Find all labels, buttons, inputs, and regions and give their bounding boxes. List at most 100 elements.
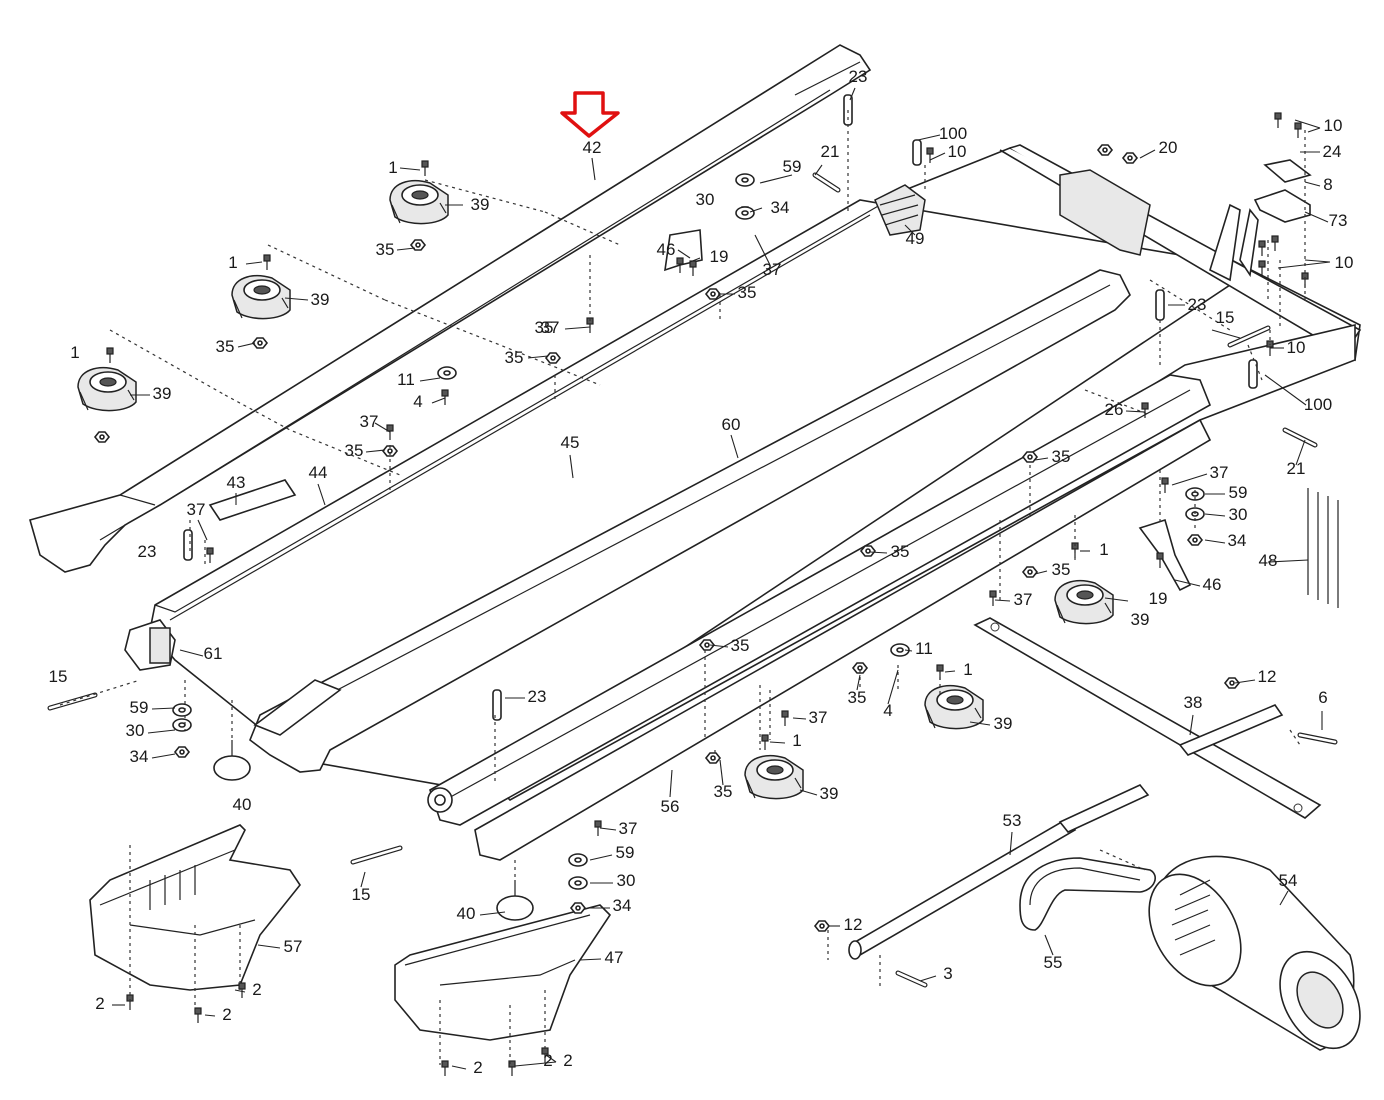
callout-label: 1	[388, 158, 397, 177]
callout-label: 8	[1323, 175, 1332, 194]
assembly-lines	[59, 110, 1306, 1065]
callout-label: 4	[413, 392, 422, 411]
bracket-46-bottom	[1138, 518, 1192, 592]
callout-label: 57	[284, 937, 303, 956]
callout-label: 49	[906, 229, 925, 248]
callout-label: 35	[714, 782, 733, 801]
callout-label: 100	[939, 124, 967, 143]
callout-label: 24	[1323, 142, 1342, 161]
callout-label: 2	[473, 1058, 482, 1077]
callout-label: 30	[617, 871, 636, 890]
callout-label: 15	[352, 885, 371, 904]
callout-label: 35	[216, 337, 235, 356]
callout-label: 23	[849, 67, 868, 86]
callout-label: 4	[883, 701, 892, 720]
callout-leaders	[112, 87, 1331, 1070]
callout-label: 1	[792, 731, 801, 750]
isolator-39	[744, 754, 804, 800]
hardware	[47, 94, 1338, 1076]
bracket-73	[1253, 189, 1311, 223]
rear-cover-47	[394, 904, 612, 1041]
callout-label: 34	[613, 896, 632, 915]
leveling-foot-right	[496, 880, 534, 921]
callout-label: 45	[561, 433, 580, 452]
callout-label: 3	[943, 964, 952, 983]
callout-label: 12	[844, 915, 863, 934]
leveling-foot-left	[213, 740, 251, 781]
cable-ties-48	[1307, 488, 1339, 608]
callout-label: 34	[771, 198, 790, 217]
callout-label: 6	[1318, 688, 1327, 707]
callout-label: 19	[1149, 589, 1168, 608]
callout-label: 35	[535, 318, 554, 337]
callout-label: 37	[360, 412, 379, 431]
callout-label: 2	[543, 1051, 552, 1070]
callout-label: 35	[345, 441, 364, 460]
callout-label: 39	[994, 714, 1013, 733]
callout-label: 23	[1188, 295, 1207, 314]
callout-label: 59	[130, 698, 149, 717]
callout-label: 44	[309, 463, 328, 482]
motor-54	[1148, 855, 1361, 1051]
callout-label: 1	[228, 253, 237, 272]
callout-label: 26	[1105, 400, 1124, 419]
callout-label: 1	[70, 343, 79, 362]
callout-label: 10	[948, 142, 967, 161]
callout-label: 11	[915, 639, 933, 658]
callout-label: 59	[783, 157, 802, 176]
callout-label: 37	[1210, 463, 1229, 482]
callout-label: 39	[153, 384, 172, 403]
callout-label: 59	[1229, 483, 1248, 502]
isolator-39	[389, 179, 449, 225]
callout-label: 23	[138, 542, 157, 561]
callout-label: 30	[696, 190, 715, 209]
callout-label: 61	[204, 644, 223, 663]
bracket-8	[1263, 159, 1312, 183]
callout-label: 54	[1279, 871, 1298, 890]
callout-label: 21	[821, 142, 840, 161]
callout-label: 56	[661, 797, 680, 816]
callout-label: 100	[1304, 395, 1332, 414]
callout-label: 37	[187, 500, 206, 519]
callout-label: 35	[891, 542, 910, 561]
callout-label: 55	[1044, 953, 1063, 972]
callout-label: 39	[1131, 610, 1150, 629]
callout-label: 2	[252, 980, 261, 999]
callout-label: 2	[95, 994, 104, 1013]
callout-label: 1	[963, 660, 972, 679]
isolator-39	[924, 684, 984, 730]
callout-label: 73	[1329, 211, 1348, 230]
callout-label: 30	[1229, 505, 1248, 524]
callout-label: 40	[457, 904, 476, 923]
callout-label: 39	[820, 784, 839, 803]
callout-label: 10	[1324, 116, 1343, 135]
callout-label: 19	[710, 247, 729, 266]
callout-label: 15	[1216, 308, 1235, 327]
callout-label: 42	[583, 138, 602, 157]
callout-label: 39	[471, 195, 490, 214]
right-rail-cover	[249, 269, 1131, 773]
front-roller-61	[124, 619, 176, 671]
axle-53	[848, 784, 1150, 960]
callout-label: 35	[505, 348, 524, 367]
callout-label: 37	[541, 318, 560, 337]
callout-label: 35	[376, 240, 395, 259]
isolators-39	[77, 179, 1114, 800]
callout-label: 1	[1099, 540, 1108, 559]
callout-label: 47	[605, 948, 624, 967]
isolator-39	[77, 366, 137, 412]
callout-label: 30	[126, 721, 145, 740]
callout-label: 39	[311, 290, 330, 309]
callout-label: 12	[1258, 667, 1277, 686]
callout-label: 10	[1287, 338, 1306, 357]
callout-label: 35	[848, 688, 867, 707]
callout-label: 37	[1014, 590, 1033, 609]
isolator-39	[1054, 579, 1114, 625]
callout-label: 46	[657, 240, 676, 259]
rear-cover-57	[89, 824, 301, 991]
callout-label: 35	[1052, 447, 1071, 466]
label-plate-43	[208, 479, 297, 521]
callout-label: 20	[1159, 138, 1178, 157]
